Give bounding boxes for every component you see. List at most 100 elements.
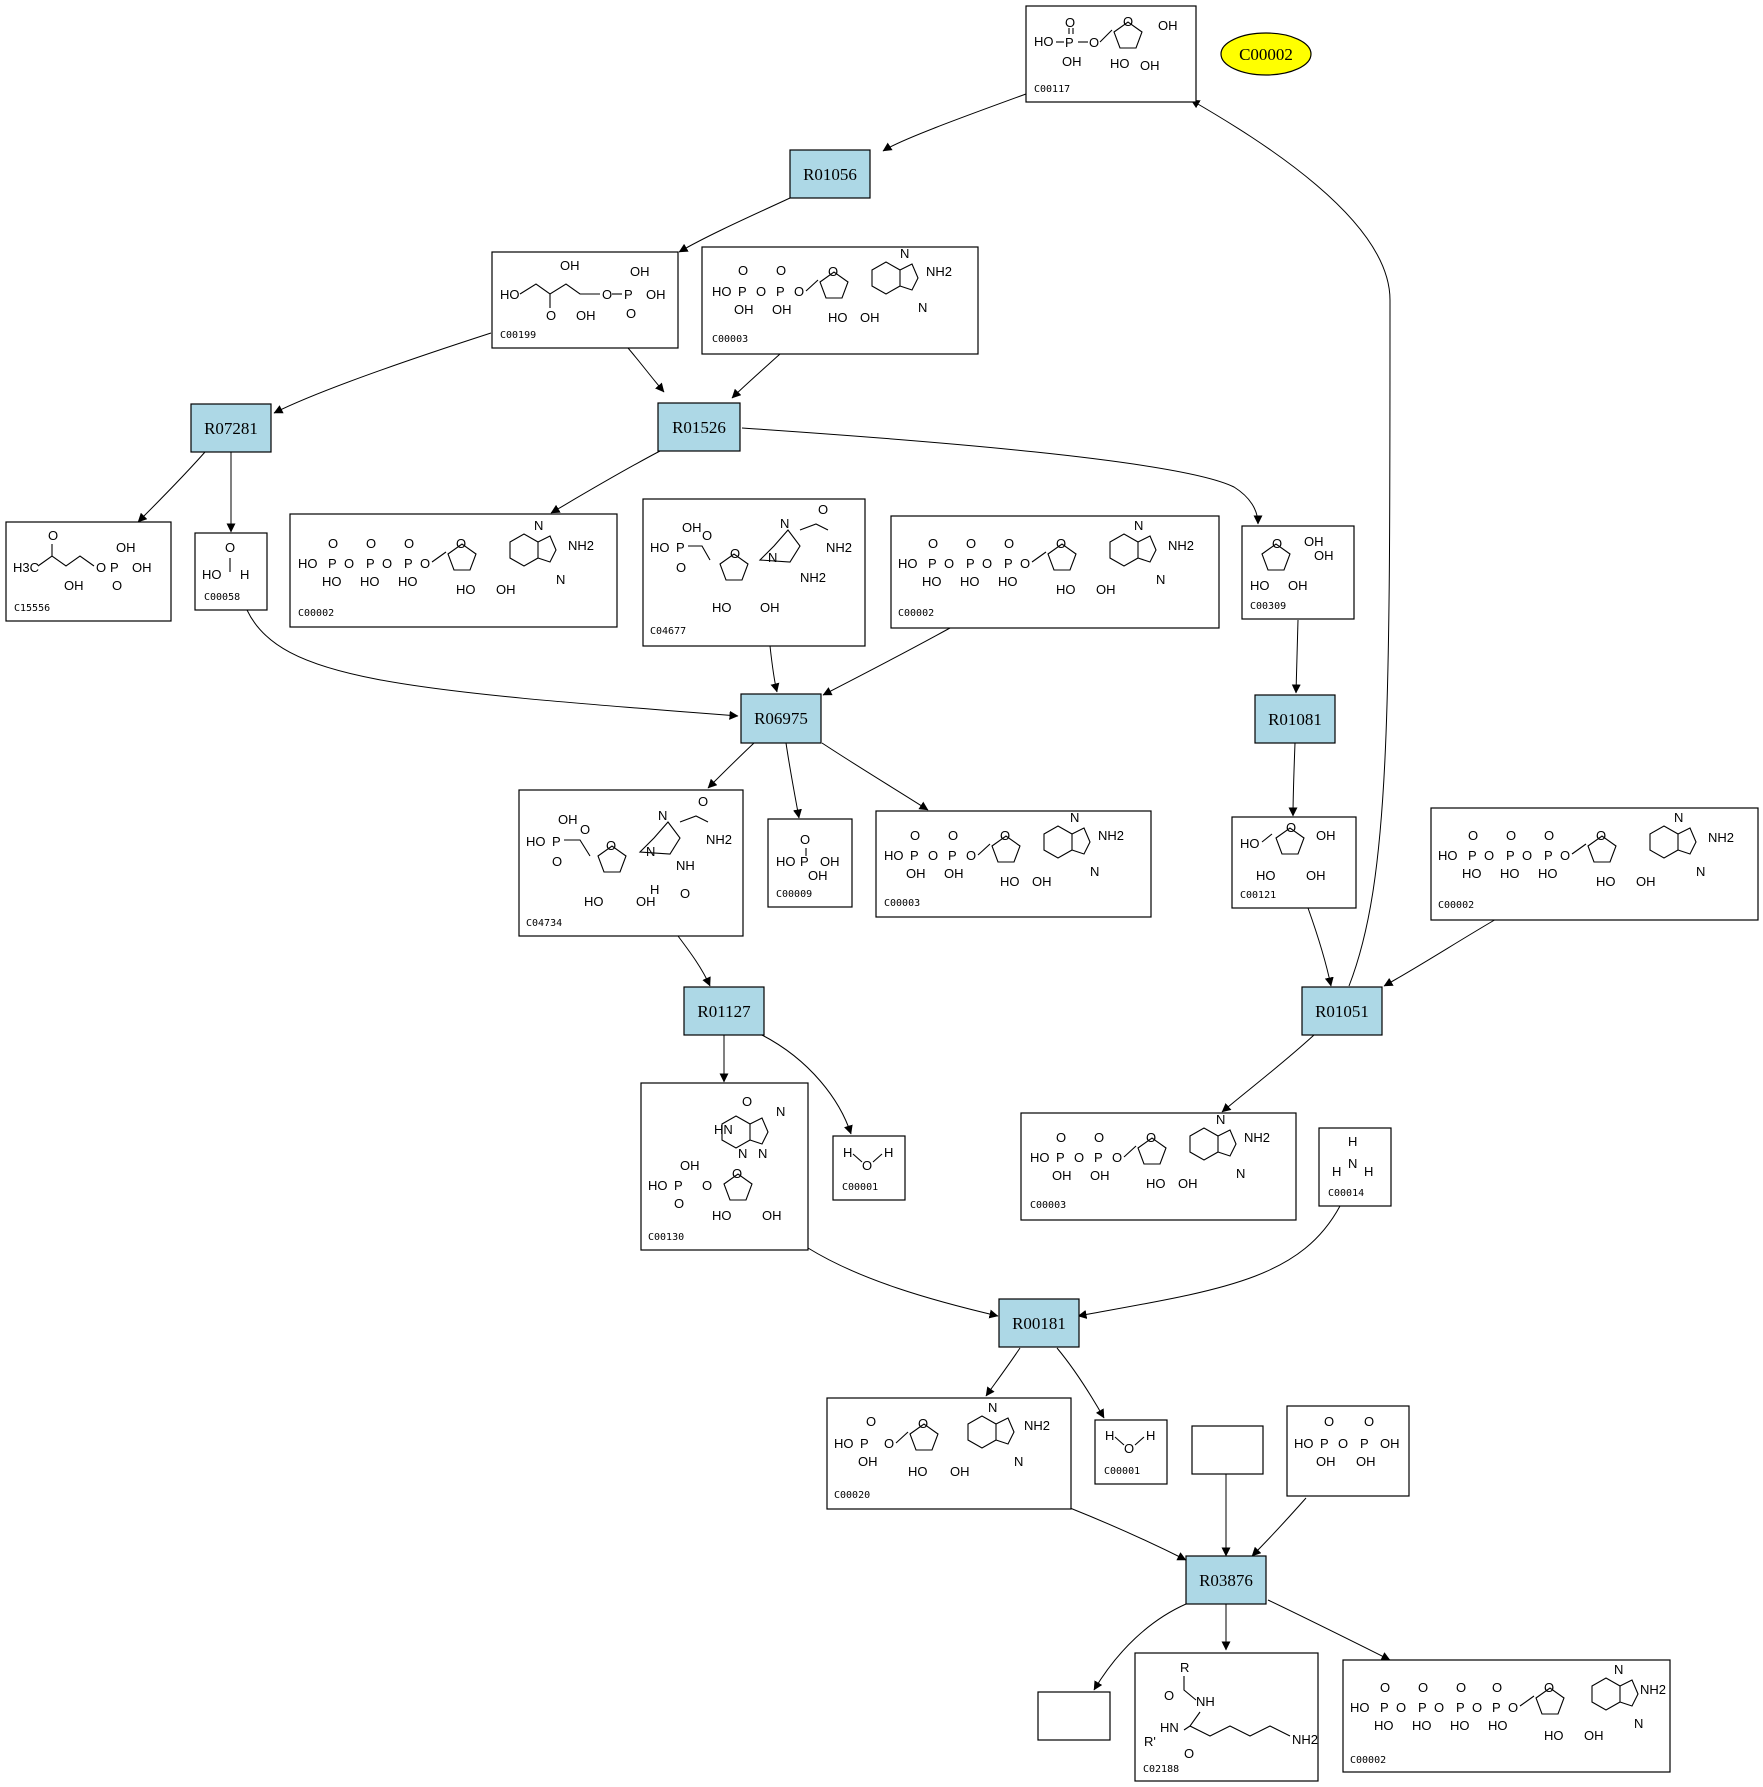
compound-node-c00130[interactable]: O HN N N N OH HO P O O O HO OH C00130 [640, 1082, 809, 1251]
reaction-label: R01056 [803, 165, 857, 184]
compound-node-c00013[interactable]: O O HO P O P OH OH OH [1286, 1405, 1410, 1497]
reaction-node-r03876[interactable]: R03876 [1185, 1555, 1267, 1605]
svg-text:O: O [1338, 1436, 1348, 1451]
svg-text:HO: HO [712, 600, 732, 615]
compound-node-c00002-b[interactable]: HO P O HO O P O HO O P O HO O O N NH2 N [890, 515, 1220, 629]
compound-node-c00009[interactable]: O HO P OH OH C00009 [767, 818, 853, 908]
compound-label: C00003 [1030, 1200, 1066, 1211]
edge-r03876-c00002d [1267, 1599, 1391, 1661]
structure-formate: O HO H [202, 540, 249, 582]
compound-label: C00003 [712, 334, 748, 345]
compound-node-c00003-top[interactable]: HO P O OH O P O OH O O N NH2 N HO OH C00… [701, 246, 979, 355]
svg-text:O: O [1324, 1414, 1334, 1429]
reaction-node-r07281[interactable]: R07281 [190, 403, 272, 453]
edge-r01127-c00001a [761, 1034, 853, 1135]
svg-text:OH: OH [1062, 54, 1082, 69]
svg-text:O: O [626, 306, 636, 321]
structure-amp: O HO P OH O O N NH2 N HO OH [834, 1400, 1050, 1479]
reaction-node-r01051[interactable]: R01051 [1301, 986, 1383, 1036]
svg-text:NH2: NH2 [568, 538, 594, 553]
svg-text:O: O [866, 1414, 876, 1429]
compound-node-c00058[interactable]: O HO H C00058 [194, 532, 268, 611]
compound-node-c04734[interactable]: OH HO P O O O N N O NH2 NH H O HO OH C0 [518, 789, 744, 937]
svg-text:O: O [966, 848, 976, 863]
svg-text:OH: OH [950, 1464, 970, 1479]
svg-text:O: O [732, 1166, 742, 1181]
reaction-node-r06975[interactable]: R06975 [740, 693, 822, 744]
compound-label: C00001 [1104, 1466, 1140, 1477]
svg-text:N: N [900, 246, 909, 261]
svg-text:P: P [674, 1178, 683, 1193]
structure-phosphate: O HO P OH OH [776, 832, 840, 883]
reaction-node-r00181[interactable]: R00181 [998, 1298, 1080, 1348]
structure-atp: HO P O HO O P O HO O P O HO O O N NH2 N [1438, 810, 1734, 889]
compound-node-c00199[interactable]: HO O OH OH O P OH OH O C00199 [491, 251, 679, 349]
compound-node-c04677[interactable]: OH HO P O O O N N O NH2 NH2 HO OH C04677 [642, 498, 866, 647]
svg-text:NH2: NH2 [1168, 538, 1194, 553]
reaction-label: R00181 [1012, 1314, 1066, 1333]
compound-node-c00121[interactable]: HO O OH HO OH C00121 [1231, 816, 1357, 909]
compound-node-c00002-c[interactable]: HO P O HO O P O HO O P O HO O O N NH2 N [1430, 807, 1759, 921]
compound-node-c00020[interactable]: O HO P OH O O N NH2 N HO OH C00020 [826, 1397, 1072, 1510]
svg-text:H: H [1364, 1164, 1373, 1179]
svg-text:OH: OH [1316, 828, 1336, 843]
compound-node-c00117[interactable]: HO P O OH O O OH HO OH C00117 [1025, 5, 1197, 103]
svg-text:HO: HO [584, 894, 604, 909]
svg-text:O: O [1544, 1680, 1554, 1695]
svg-text:P: P [928, 556, 937, 571]
compound-node-c00002-d[interactable]: HO P O HO O P O HO O P O HO O P O HO O O [1342, 1659, 1671, 1773]
reaction-node-r01081[interactable]: R01081 [1254, 694, 1336, 744]
compound-node-blank-a[interactable] [1191, 1425, 1264, 1475]
reaction-label: R07281 [204, 419, 258, 438]
compound-label: C00009 [776, 889, 812, 900]
svg-text:O: O [1560, 848, 1570, 863]
structure-atp: HO P O HO O P O HO O P O HO O O N NH2 N [898, 518, 1194, 597]
svg-text:HO: HO [898, 556, 918, 571]
reaction-node-r01056[interactable]: R01056 [789, 149, 871, 199]
svg-text:P: P [1380, 1700, 1389, 1715]
compound-label: C00121 [1240, 890, 1276, 901]
svg-text:O: O [776, 263, 786, 278]
structure-ribose-5-phosphate: HO P O OH O O OH HO OH [1034, 14, 1178, 73]
compound-node-c00003-mid[interactable]: HO P O OH O P O OH O O N NH2 N HO OH C00… [875, 810, 1152, 918]
compound-node-c15556[interactable]: H3C O OH O P OH OH O C15556 [5, 521, 172, 622]
svg-text:O: O [1020, 556, 1030, 571]
svg-text:OH: OH [858, 1454, 878, 1469]
compound-node-c00001-a[interactable]: H O H C00001 [832, 1135, 906, 1201]
edge-r03876-blankb [1093, 1603, 1187, 1691]
reaction-label: R01127 [697, 1002, 751, 1021]
compound-label: C02188 [1143, 1764, 1179, 1775]
edge-c00199-r01526 [627, 347, 665, 393]
svg-text:O: O [948, 828, 958, 843]
svg-text:HO: HO [834, 1436, 854, 1451]
svg-text:N: N [1090, 864, 1099, 879]
compound-node-c00014[interactable]: H N H H C00014 [1318, 1127, 1392, 1207]
svg-text:P: P [1456, 1700, 1465, 1715]
svg-text:O: O [546, 308, 556, 323]
compound-node-c00002-a[interactable]: HO P O HO O P O HO O P O HO O O N NH2 N [289, 513, 618, 628]
highlight-compound-c00002[interactable]: C00002 [1220, 32, 1312, 76]
svg-text:NH: NH [676, 858, 695, 873]
reaction-label: R01051 [1315, 1002, 1369, 1021]
reaction-node-r01127[interactable]: R01127 [683, 986, 765, 1036]
structure-water: H O H [1105, 1428, 1155, 1456]
reaction-node-r01526[interactable]: R01526 [657, 402, 741, 452]
svg-text:OH: OH [1052, 1168, 1072, 1183]
svg-text:O: O [1184, 1746, 1194, 1761]
edge-c00117-r01056 [882, 93, 1027, 152]
svg-text:H: H [1146, 1428, 1155, 1443]
svg-text:OH: OH [496, 582, 516, 597]
compound-node-c00001-b[interactable]: H O H C00001 [1094, 1419, 1168, 1485]
compound-node-c02188[interactable]: R O NH HN R' O NH2 C02188 [1134, 1652, 1319, 1782]
svg-text:O: O [1468, 828, 1478, 843]
compound-node-c00003-low[interactable]: HO P O OH O P O OH O O N NH2 N HO OH C00… [1020, 1112, 1297, 1221]
svg-text:O: O [602, 287, 612, 302]
compound-node-c00309[interactable]: O OH OH HO OH C00309 [1241, 525, 1355, 620]
svg-text:O: O [818, 502, 828, 517]
edge-r06975-c00009 [785, 742, 802, 819]
edge-r01081-c00121 [1288, 742, 1298, 817]
edge-r00181-c00020 [985, 1347, 1021, 1397]
edge-r01051-c00117 [1190, 99, 1391, 987]
compound-node-blank-b[interactable] [1037, 1691, 1111, 1741]
svg-text:NH2: NH2 [826, 540, 852, 555]
